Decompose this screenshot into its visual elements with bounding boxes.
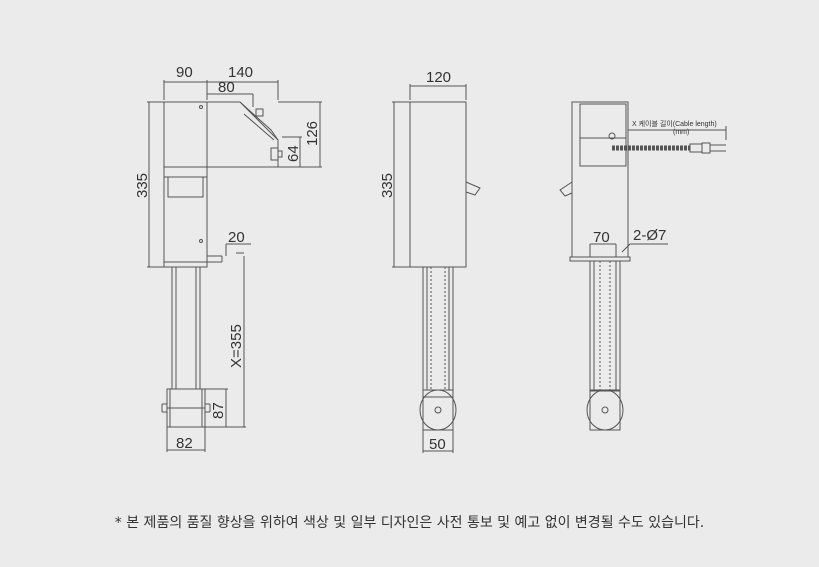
dim-87: 87	[210, 402, 227, 419]
cable	[612, 142, 726, 154]
dim-x-355: X=355	[228, 324, 245, 368]
dim-70: 70	[593, 229, 610, 246]
front-view	[392, 84, 481, 453]
dim-20: 20	[228, 229, 245, 246]
dim-holes: 2-Ø7	[633, 227, 666, 244]
dim-335-front: 335	[379, 173, 396, 198]
dim-120: 120	[426, 69, 451, 86]
cable-length-label: X 케이블 길이(Cable length)	[632, 119, 717, 128]
dim-64: 64	[285, 145, 302, 162]
dim-82: 82	[176, 435, 193, 452]
cable-length-unit: (mm)	[673, 129, 689, 136]
dim-80: 80	[218, 79, 235, 96]
side-view	[147, 80, 322, 452]
dim-335-side: 335	[134, 173, 151, 198]
dim-140: 140	[228, 64, 253, 81]
dim-50: 50	[429, 436, 446, 453]
dim-90: 90	[176, 64, 193, 81]
footnote: * 본 제품의 품질 향상을 위하여 색상 및 일부 디자인은 사전 통보 및 …	[114, 515, 705, 531]
dim-126: 126	[304, 121, 321, 146]
back-view	[559, 101, 727, 431]
